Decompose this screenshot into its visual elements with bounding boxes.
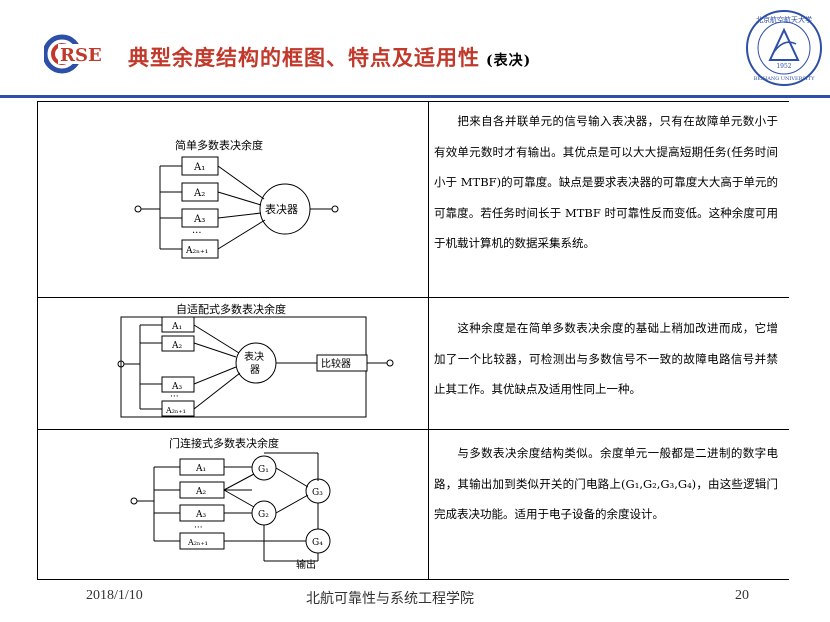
diagram-title-2: 自适配式多数表决余度 — [176, 302, 286, 316]
block-a3: A₃ — [195, 510, 206, 520]
block-a2: A₂ — [195, 487, 206, 497]
simple-voting-diagram: 简单多数表决余度 A₁ A₂ A₃ ··· A₂ₙ₊₁ 表决器 — [134, 138, 339, 259]
block-a1: A₁ — [195, 464, 206, 474]
block-a2n1: A₂ₙ₊₁ — [187, 538, 208, 547]
table-border-bottom — [37, 579, 789, 580]
description-text-3: 与多数表决余度结构类似。余度单元一般都是二进制的数字电路，其输出加到类似开关的门… — [434, 446, 778, 521]
page-title: 典型余度结构的框图、特点及适用性 (表决) — [128, 42, 531, 72]
comparator-label: 比较器 — [321, 357, 351, 370]
adaptive-voting-diagram: 自适配式多数表决余度 A₁ A₂ A₃ ··· A₂ₙ₊₁ 表决 器 比较器 — [117, 302, 394, 418]
description-2: 这种余度是在简单多数表决余度的基础上稍加改进而成，它增加了一个比较器，可检测出与… — [434, 313, 778, 405]
block-a2n1: A₂ₙ₊₁ — [165, 406, 186, 415]
block-a2: A₂ — [193, 188, 205, 199]
gate-voting-diagram: 门连接式多数表决余度 A₁ A₂ A₃ ··· A₂ₙ₊₁ G₁ — [130, 436, 331, 571]
rse-logo-text: RSE — [60, 45, 102, 66]
block-a3: A₃ — [193, 214, 205, 225]
table-column-divider — [428, 101, 429, 579]
table-divider-2 — [37, 429, 789, 430]
seal-year: 1952 — [776, 63, 791, 70]
page-number: 20 — [735, 588, 749, 603]
output-label: 输出 — [296, 558, 316, 571]
gate-g4: G₄ — [312, 538, 323, 548]
voter-label-line1: 表决 — [244, 350, 264, 363]
diagram-title-3: 门连接式多数表决余度 — [169, 436, 279, 450]
gate-g1: G₁ — [258, 465, 269, 475]
footer-organization: 北航可靠性与系统工程学院 — [306, 592, 474, 607]
block-a1: A₁ — [171, 322, 182, 332]
diagram-title-1: 简单多数表决余度 — [175, 138, 263, 152]
table-border-top — [37, 101, 789, 102]
title-text: 典型余度结构的框图、特点及适用性 — [128, 45, 480, 70]
description-1: 把来自各并联单元的信号输入表决器，只有在故障单元数小于有效单元数时才有输出。其优… — [434, 106, 778, 259]
voter-label-line2: 器 — [250, 364, 260, 376]
block-a1: A₁ — [193, 162, 205, 173]
footer-date: 2018/1/10 — [86, 588, 143, 603]
gate-g3: G₃ — [312, 488, 323, 498]
block-ellipsis: ··· — [170, 392, 179, 402]
seal-latin: BEIHANG UNIVERSITY — [754, 76, 816, 82]
voter-label: 表决器 — [265, 202, 298, 216]
university-seal: 北京航空航天大学 BEIHANG UNIVERSITY 1952 — [746, 10, 822, 86]
description-text-1: 把来自各并联单元的信号输入表决器，只有在故障单元数小于有效单元数时才有输出。其优… — [434, 114, 778, 250]
table-divider-1 — [37, 297, 789, 298]
description-3: 与多数表决余度结构类似。余度单元一般都是二进制的数字电路，其输出加到类似开关的门… — [434, 438, 778, 530]
header-rule — [0, 95, 830, 98]
block-a2n1: A₂ₙ₊₁ — [185, 246, 208, 256]
block-a2: A₂ — [171, 341, 182, 351]
table-border-left — [37, 101, 38, 579]
block-a3: A₃ — [171, 382, 182, 392]
seal-text: 北京航空航天大学 — [756, 15, 812, 24]
block-ellipsis: ··· — [192, 228, 202, 239]
gate-g2: G₂ — [258, 510, 269, 520]
block-ellipsis: ··· — [194, 523, 203, 533]
title-subtitle: (表决) — [486, 53, 532, 69]
rse-logo: RSE — [44, 34, 104, 74]
description-text-2: 这种余度是在简单多数表决余度的基础上稍加改进而成，它增加了一个比较器，可检测出与… — [434, 321, 778, 396]
